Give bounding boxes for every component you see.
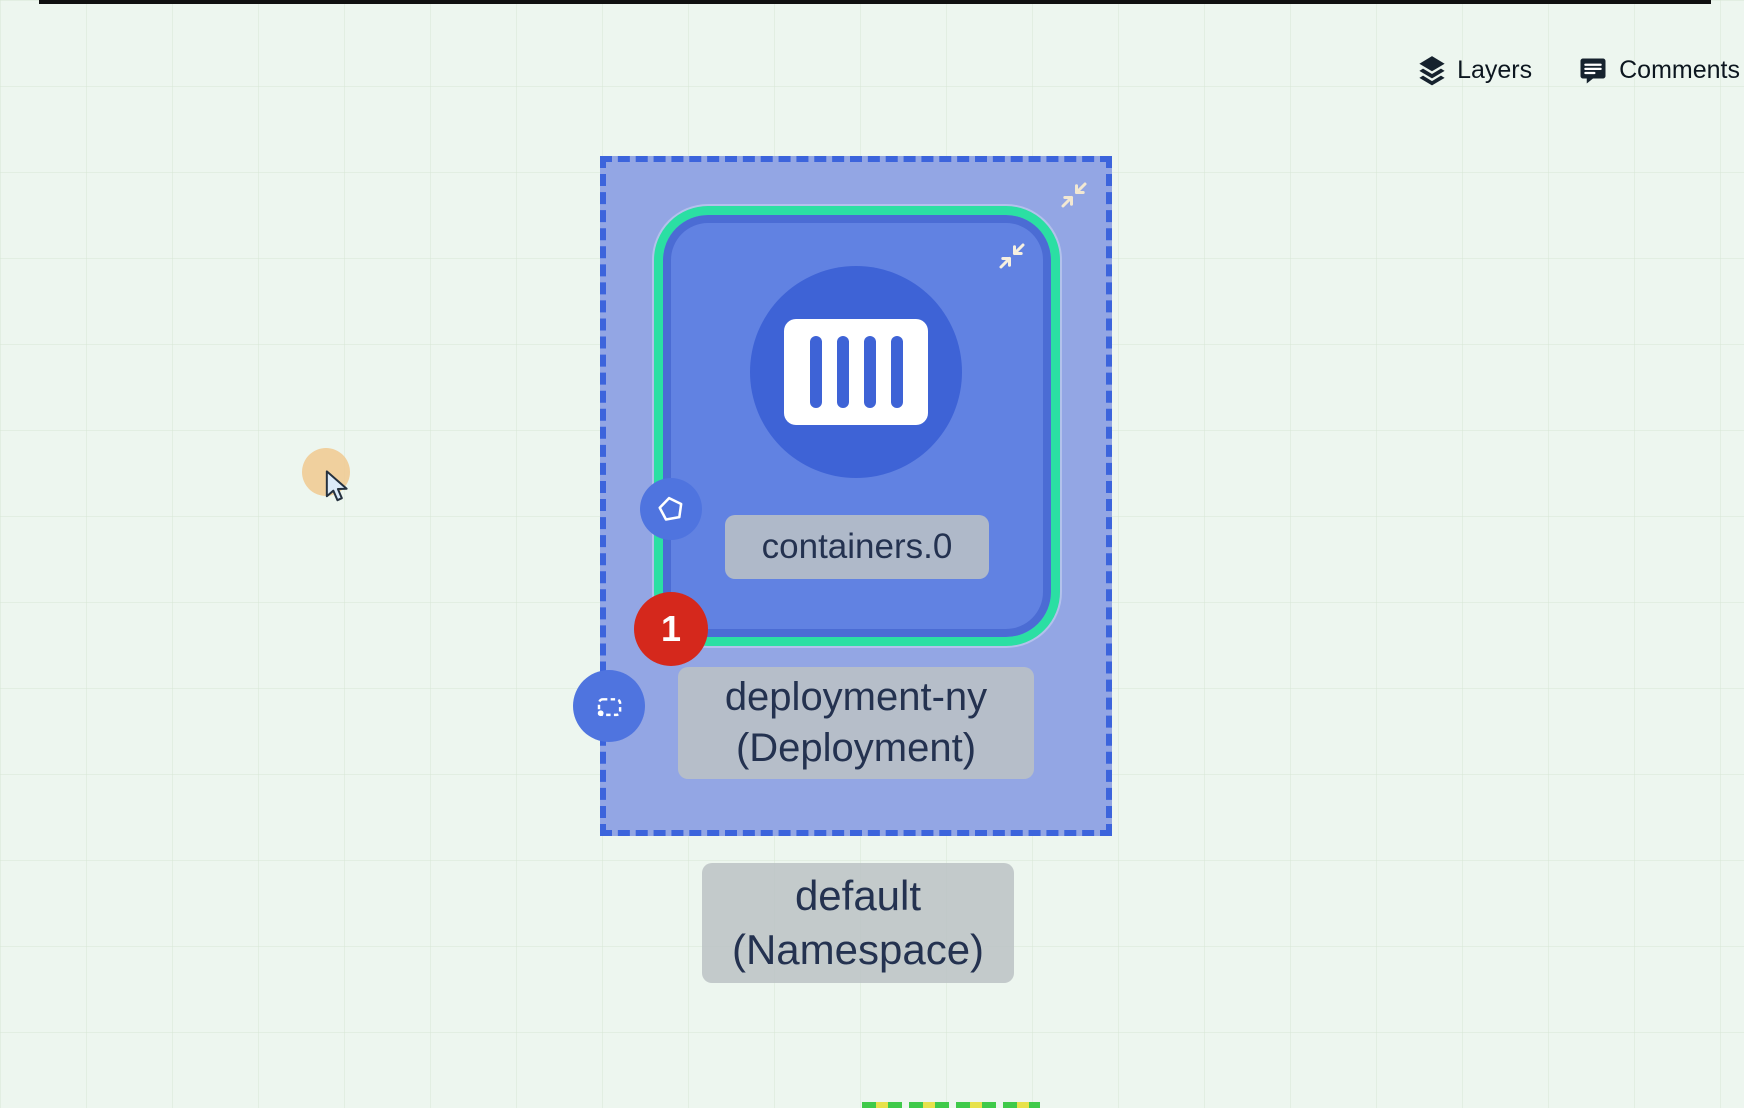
deployment-name-text: deployment-ny (724, 674, 988, 719)
container-slot-bar (809, 336, 822, 408)
deployment-label[interactable]: deployment-ny (Deployment) (678, 667, 1034, 779)
layers-button-label: Layers (1457, 56, 1533, 84)
collapse-arrows-icon[interactable] (1056, 177, 1092, 213)
collapse-arrows-icon[interactable] (994, 238, 1030, 274)
comments-button[interactable]: Comments (1578, 56, 1740, 86)
container-label-text: containers.0 (761, 526, 953, 566)
pod-pentagon-icon[interactable] (640, 478, 702, 540)
canvas-toolbar: Layers Comments (1418, 55, 1740, 86)
namespace-kind-text: (Namespace) (731, 926, 985, 973)
namespace-label[interactable]: default (Namespace) (702, 863, 1014, 983)
comment-bubble-icon (1578, 56, 1608, 86)
namespace-name-text: default (794, 872, 922, 920)
comments-button-label: Comments (1619, 56, 1740, 84)
window-top-edge (39, 0, 1711, 4)
partially-visible-node (862, 1102, 1040, 1108)
layers-icon (1418, 55, 1446, 86)
layers-button[interactable]: Layers (1418, 55, 1532, 86)
container-slot-bar (863, 336, 876, 408)
container-slot-bar (836, 336, 849, 408)
deploy-dashed-box-icon[interactable] (573, 670, 645, 742)
container-slots-icon (784, 319, 928, 425)
deployment-kind-text: (Deployment) (735, 726, 977, 770)
error-count-badge: 1 (634, 592, 708, 666)
container-slot-bar (890, 336, 903, 408)
error-count-text: 1 (660, 608, 682, 649)
arrow-cursor-icon (324, 470, 358, 509)
container-label[interactable]: containers.0 (725, 515, 989, 579)
